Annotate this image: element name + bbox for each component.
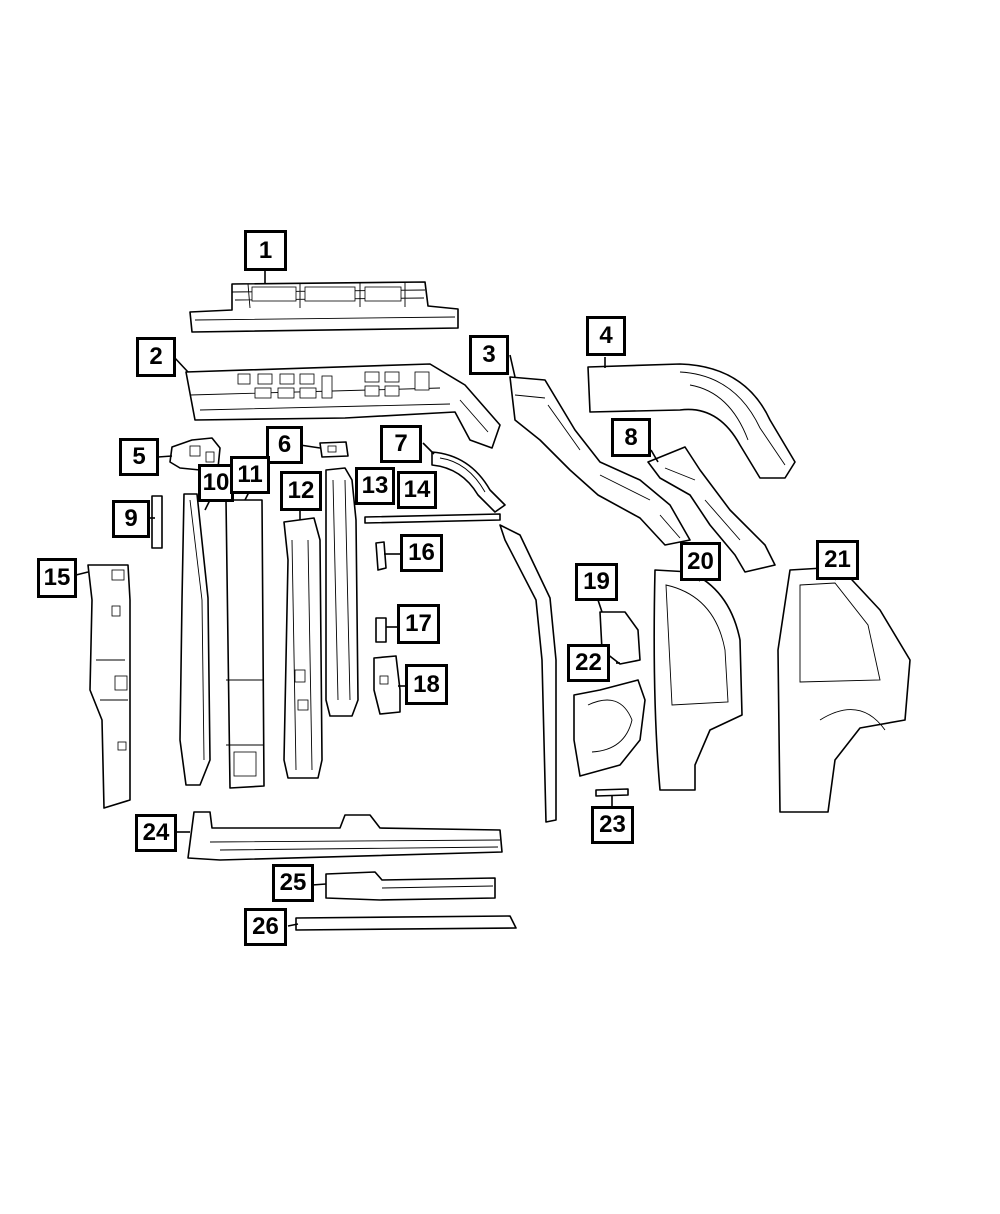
- callout-15[interactable]: 15: [37, 558, 77, 598]
- part-3-pillar-rail[interactable]: [509, 376, 691, 546]
- callout-5[interactable]: 5: [119, 438, 159, 476]
- callout-26[interactable]: 26: [244, 908, 287, 946]
- part-9-strip[interactable]: [151, 495, 163, 549]
- part-2-inner-panel[interactable]: [185, 363, 501, 449]
- part-10-vertical-pillar[interactable]: [179, 493, 211, 786]
- callout-13[interactable]: 13: [355, 467, 395, 505]
- callout-24[interactable]: 24: [135, 814, 177, 852]
- callout-6[interactable]: 6: [266, 426, 303, 464]
- part-6-clip[interactable]: [319, 441, 349, 458]
- part-24-sill[interactable]: [187, 811, 503, 861]
- callout-1[interactable]: 1: [244, 230, 287, 271]
- part-17-bracket[interactable]: [375, 617, 387, 643]
- callout-9[interactable]: 9: [112, 500, 150, 538]
- part-8-gusset[interactable]: [647, 446, 776, 573]
- callout-11[interactable]: 11: [230, 456, 270, 494]
- part-23-strip[interactable]: [595, 788, 629, 797]
- callout-2[interactable]: 2: [136, 337, 176, 377]
- callout-19[interactable]: 19: [575, 563, 618, 601]
- callout-20[interactable]: 20: [680, 542, 721, 581]
- callout-12[interactable]: 12: [280, 471, 322, 511]
- part-5-bracket[interactable]: [169, 437, 221, 471]
- part-12-b-pillar-inner[interactable]: [283, 517, 323, 779]
- part-16-bracket[interactable]: [375, 541, 387, 571]
- callout-10[interactable]: 10: [198, 464, 234, 502]
- callout-21[interactable]: 21: [816, 540, 859, 580]
- part-13-14-b-pillar[interactable]: [325, 467, 359, 717]
- part-25-sill-reinforcement[interactable]: [325, 871, 496, 901]
- callout-14[interactable]: 14: [397, 471, 437, 509]
- callout-17[interactable]: 17: [397, 604, 440, 644]
- part-20-inner-body-side[interactable]: [653, 569, 743, 791]
- part-roof-bow[interactable]: [364, 513, 501, 524]
- callout-18[interactable]: 18: [405, 664, 448, 705]
- part-15-c-pillar[interactable]: [87, 564, 131, 809]
- part-4-outer-panel[interactable]: [587, 363, 796, 479]
- callout-7[interactable]: 7: [380, 425, 422, 463]
- part-11-reinforcement[interactable]: [225, 499, 265, 789]
- callout-22[interactable]: 22: [567, 644, 610, 682]
- part-door-opening-rail[interactable]: [499, 524, 557, 823]
- part-18-plate[interactable]: [373, 655, 401, 715]
- part-7-curved-brace[interactable]: [431, 451, 506, 513]
- part-1-roof-rail[interactable]: [189, 281, 459, 333]
- part-26-sill-plate[interactable]: [295, 915, 517, 931]
- callout-3[interactable]: 3: [469, 335, 509, 375]
- callout-25[interactable]: 25: [272, 864, 314, 902]
- part-22-wheelhouse[interactable]: [573, 679, 646, 777]
- callout-23[interactable]: 23: [591, 806, 634, 844]
- part-21-outer-body-side[interactable]: [777, 566, 911, 813]
- callout-4[interactable]: 4: [586, 316, 626, 356]
- callout-16[interactable]: 16: [400, 534, 443, 572]
- callout-8[interactable]: 8: [611, 418, 651, 457]
